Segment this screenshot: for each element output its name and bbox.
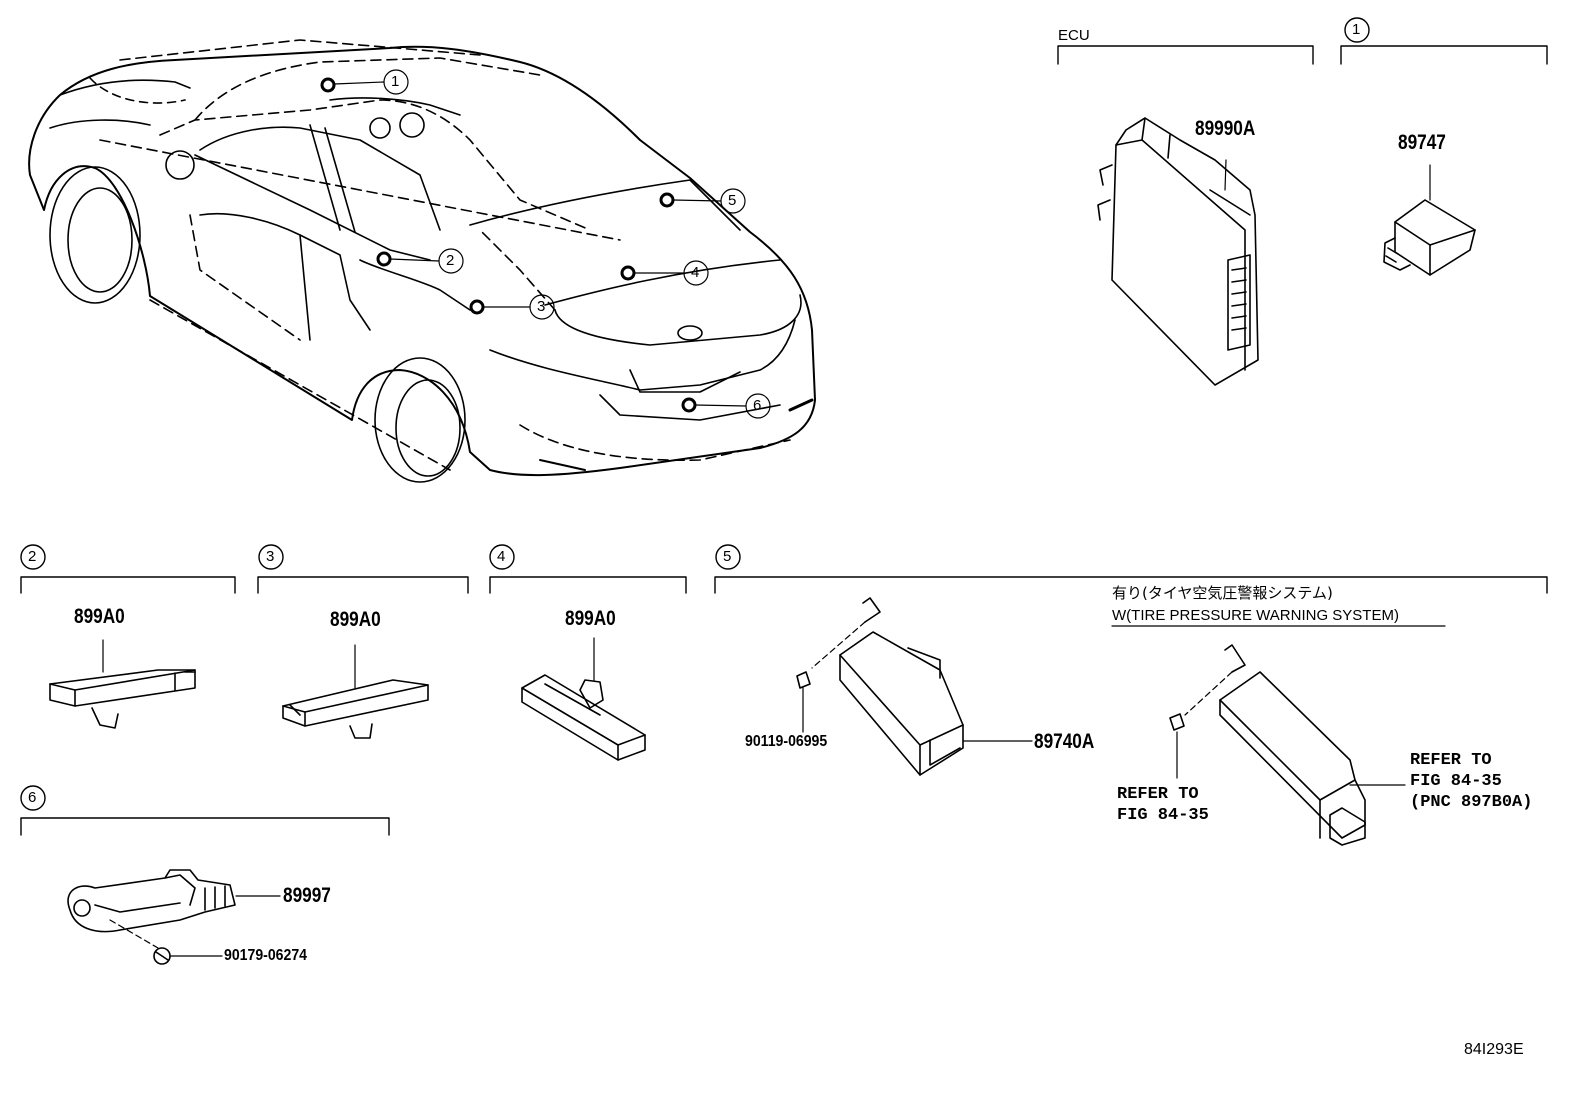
part-899a0-s3: 899A0 [330, 608, 381, 631]
part-899a0-s4: 899A0 [565, 607, 616, 630]
part-89747: 89747 [1398, 131, 1446, 154]
section-brackets [20, 17, 1548, 836]
ecu-header: ECU [1058, 27, 1090, 44]
car-callout-markers [320, 69, 771, 419]
part-89740a: 89740A [1034, 730, 1095, 753]
section-6-callout: 6 [28, 789, 37, 806]
section-2-callout: 2 [28, 548, 37, 565]
part-899a0-s2: 899A0 [74, 605, 125, 628]
module-89740a-drawing [796, 597, 1033, 776]
antenna-4-drawing [521, 637, 646, 761]
note-english: W(TIRE PRESSURE WARNING SYSTEM) [1112, 607, 1399, 624]
part-89997: 89997 [283, 884, 331, 907]
refer-to-left: REFER TO FIG 84-35 [1117, 785, 1209, 825]
antenna-2-drawing [49, 639, 196, 729]
part-90179-06274: 90179-06274 [224, 947, 307, 964]
section-1-callout: 1 [1352, 21, 1361, 38]
section-4-callout: 4 [497, 548, 506, 565]
refer-to-right: REFER TO FIG 84-35 (PNC 897B0A) [1410, 751, 1533, 812]
car-callout-5: 5 [728, 192, 737, 209]
module-right-drawing [1169, 644, 1406, 846]
section-5-callout: 5 [723, 548, 732, 565]
antenna-3-drawing [282, 644, 429, 739]
car-callout-1: 1 [391, 73, 400, 90]
section-3-callout: 3 [266, 548, 275, 565]
car-callout-4: 4 [691, 264, 700, 281]
car-illustration [28, 39, 816, 483]
part-90119-06995: 90119-06995 [745, 733, 828, 750]
figure-code: 84I293E [1464, 1041, 1524, 1058]
relay-89747-drawing [1383, 164, 1476, 276]
car-callout-2: 2 [446, 252, 455, 269]
car-callout-6: 6 [753, 397, 762, 414]
part-89990a: 89990A [1195, 117, 1256, 140]
ecu-module-drawing [1097, 117, 1259, 386]
note-japanese: 有り(タイヤ空気圧警報システム) [1112, 584, 1333, 602]
car-callout-3: 3 [537, 298, 546, 315]
sensor-89997-drawing [67, 869, 281, 965]
